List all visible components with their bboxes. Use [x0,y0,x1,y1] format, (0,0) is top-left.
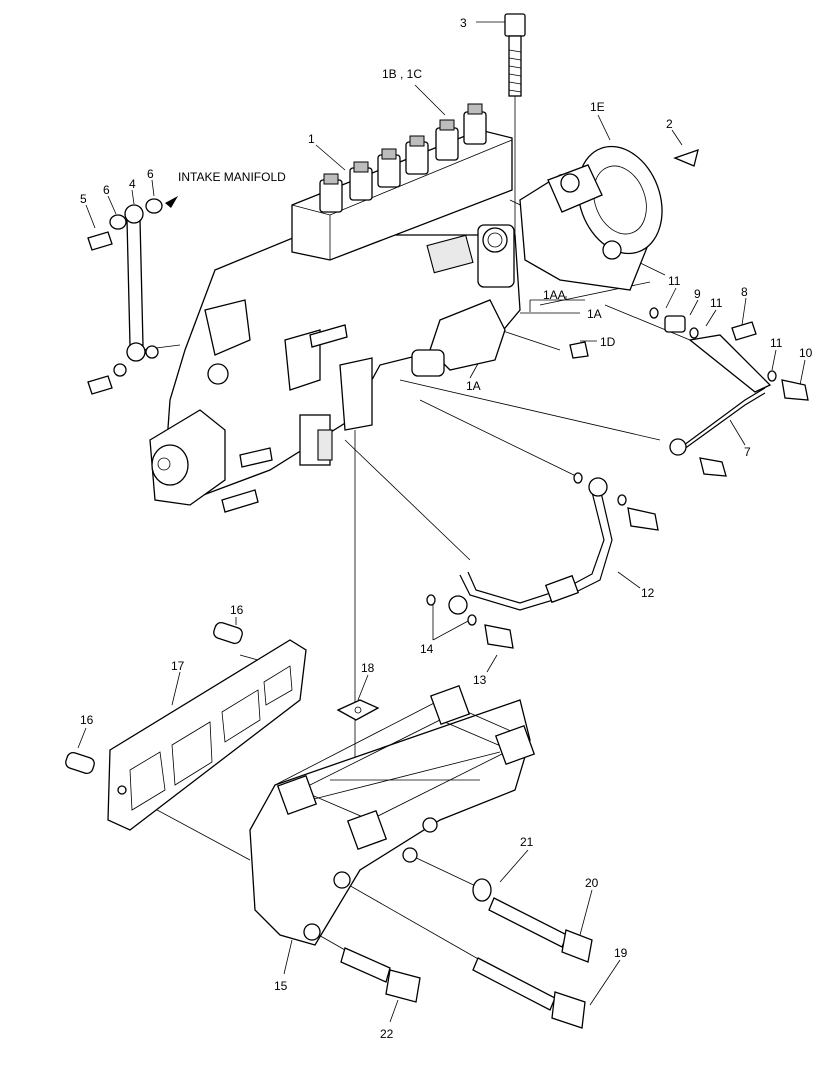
bracket-15 [249,684,536,946]
callout-14: 14 [420,642,434,656]
callout-20: 20 [585,876,599,890]
callout-1d: 1D [600,335,616,349]
callout-17: 17 [171,659,185,673]
key-2 [673,148,699,167]
callout-10: 10 [799,346,813,360]
callout-12: 12 [641,586,655,600]
callout-6-left: 6 [103,183,110,197]
delivery-valve-holders [319,103,487,213]
pipe-assembly-7 [569,307,809,477]
callout-11-c: 11 [770,336,783,350]
intake-manifold-annotation: INTAKE MANIFOLD [178,170,286,184]
callout-13: 13 [473,673,487,687]
fuel-pipe-12 [426,472,659,649]
callout-16-lower: 16 [80,713,94,727]
intake-pipe-4 [87,196,178,395]
callout-1b-1c: 1B , 1C [382,67,422,81]
callout-1e: 1E [590,100,605,114]
washer-21 [472,878,492,902]
callout-labels: 1 1A 1A 1AA 1B , 1C 1D 1E 2 3 4 5 6 6 7 … [80,16,813,1041]
callout-19: 19 [614,946,628,960]
callout-11-b: 11 [710,296,723,310]
callout-4: 4 [129,177,136,191]
callout-1a-upper: 1A [587,307,602,321]
bolt-19 [472,957,586,1029]
callout-8: 8 [741,285,748,299]
bolt-20 [488,897,593,963]
callout-9: 9 [694,287,701,301]
callout-3: 3 [460,16,467,30]
dowel-pin-16-upper [213,621,243,645]
injection-pump-assembly [149,103,521,513]
callout-5: 5 [80,192,87,206]
callout-1aa: 1AA [543,288,566,302]
callout-18: 18 [361,661,375,675]
bolt-22 [340,947,421,1003]
gasket-17 [107,639,307,831]
dowel-pin-16-lower [65,751,95,775]
callout-11-a: 11 [668,274,681,288]
callout-1a-lower: 1A [466,379,481,393]
callout-22: 22 [380,1027,394,1041]
callout-7: 7 [744,445,751,459]
callout-15: 15 [274,979,288,993]
callout-6-right: 6 [147,167,154,181]
bolt-3 [504,13,526,97]
callout-16-upper: 16 [230,603,244,617]
callout-1: 1 [308,132,315,146]
callout-21: 21 [520,835,534,849]
washer-18 [336,699,380,721]
callout-2: 2 [666,117,673,131]
coupling-1e [519,145,663,291]
